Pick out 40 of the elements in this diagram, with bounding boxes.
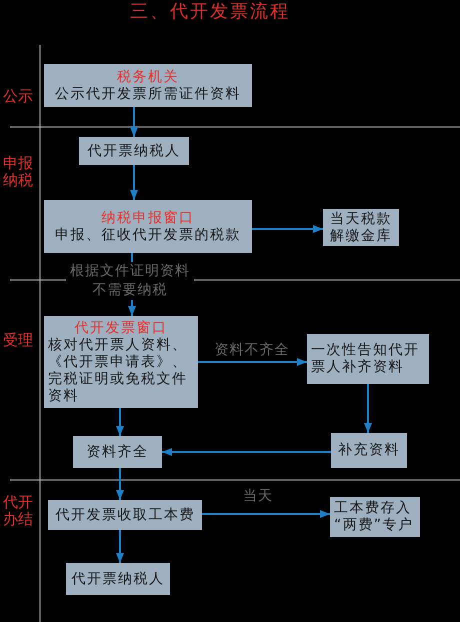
lane-label: 受理 bbox=[2, 332, 34, 349]
process-box bbox=[79, 137, 189, 165]
box-text: 资料齐全 bbox=[86, 444, 150, 460]
arrow bbox=[364, 384, 372, 433]
lane-label: 公示 bbox=[2, 88, 34, 105]
diagram-title: 三、代开发票流程 bbox=[129, 1, 291, 23]
box-text: 代开票纳税人 bbox=[70, 570, 166, 588]
arrow bbox=[198, 358, 307, 366]
arrow bbox=[116, 408, 124, 436]
process-box bbox=[44, 64, 252, 107]
box-text: 补充资料 bbox=[337, 442, 401, 459]
arrow bbox=[130, 107, 138, 137]
process-box bbox=[323, 209, 399, 246]
process-box bbox=[44, 316, 198, 408]
box-text: 核对代开票人资料、《代开票申请表》、完税证明或免税文件资料 bbox=[48, 336, 188, 404]
box-text: 一次性告知代开票人补齐资料 bbox=[311, 342, 420, 376]
process-box bbox=[44, 200, 252, 253]
process-box bbox=[331, 433, 407, 468]
lane-label: 代开办结 bbox=[2, 494, 34, 528]
arrow bbox=[202, 510, 330, 518]
box-heading: 纳税申报窗口 bbox=[100, 210, 196, 226]
lane-label: 申报纳税 bbox=[2, 155, 34, 189]
box-text: 代开发票收取工本费 bbox=[54, 506, 196, 524]
arrow bbox=[130, 165, 138, 200]
box-text: 公示代开发票所需证件资料 bbox=[54, 86, 242, 102]
box-text: 申报、征收代开发票的税款 bbox=[54, 226, 242, 244]
arrow bbox=[116, 468, 124, 500]
process-box bbox=[307, 334, 429, 384]
box-text: 代开票纳税人 bbox=[86, 142, 182, 160]
arrow bbox=[116, 530, 124, 563]
process-box bbox=[66, 563, 170, 595]
edge-label: 根据文件证明资料不需要纳税 bbox=[66, 262, 194, 300]
process-box bbox=[73, 436, 162, 468]
process-box bbox=[48, 500, 202, 530]
arrow bbox=[162, 448, 331, 456]
arrow bbox=[252, 225, 323, 233]
box-text: 当天税款解缴金库 bbox=[329, 210, 393, 244]
box-heading: 税务机关 bbox=[116, 68, 180, 86]
box-text: 工本费存入“两费”专户 bbox=[334, 500, 415, 534]
box-heading: 代开发票窗口 bbox=[74, 320, 168, 336]
